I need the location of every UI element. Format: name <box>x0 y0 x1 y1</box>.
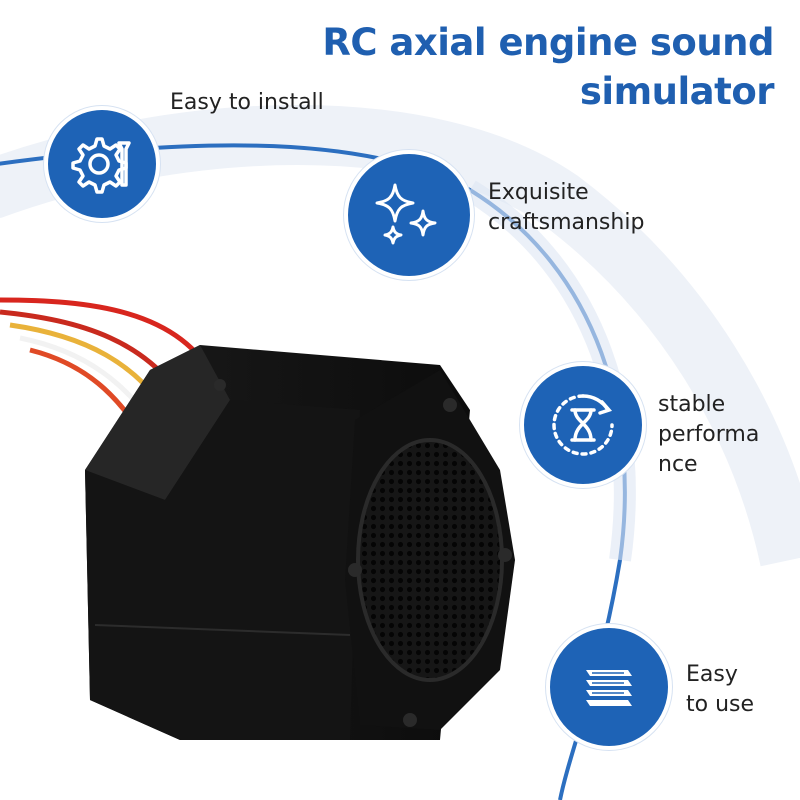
feature-label-performance: stable performa nce <box>658 390 759 480</box>
page-title: RC axial engine sound simulator <box>214 18 774 116</box>
feature-badge-easy-use <box>546 624 672 750</box>
feature-label-line: craftsmanship <box>488 210 645 235</box>
stacked-layers-icon <box>586 670 632 706</box>
feature-badge-install <box>44 106 160 222</box>
gear-wrench-icon <box>71 137 131 194</box>
feature-label-easy-use: Easy to use <box>686 660 754 720</box>
feature-label-line: to use <box>686 692 755 717</box>
title-line-1: RC axial engine sound <box>322 21 774 64</box>
sound-simulator-product-image <box>0 297 515 740</box>
feature-label-line: Easy <box>686 662 738 687</box>
hourglass-refresh-icon <box>552 394 614 456</box>
feature-label-line: Easy to install <box>170 90 324 115</box>
sparkles-icon <box>375 183 437 245</box>
feature-label-craftsmanship: Exquisite craftsmanship <box>488 178 644 238</box>
feature-label-line: Exquisite <box>488 180 589 205</box>
feature-label-line: stable <box>658 392 726 417</box>
feature-label-line: nce <box>658 452 698 477</box>
feature-label-line: performa <box>658 422 760 447</box>
feature-badge-performance <box>520 362 646 488</box>
title-line-2: simulator <box>579 70 775 113</box>
feature-badge-craftsmanship <box>344 150 474 280</box>
feature-label-install: Easy to install <box>170 88 324 118</box>
